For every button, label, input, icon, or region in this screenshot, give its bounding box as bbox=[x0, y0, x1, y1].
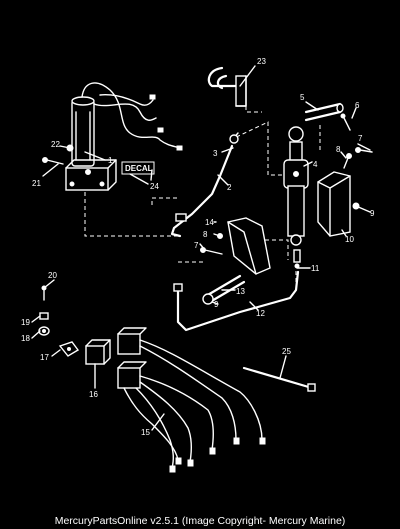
callout-22: 22 bbox=[51, 140, 60, 149]
pin-6 bbox=[340, 113, 351, 131]
callout-17: 17 bbox=[40, 353, 49, 362]
hardware-18-19-20 bbox=[38, 285, 50, 336]
callout-7-center: 7 bbox=[194, 241, 199, 250]
callout-16: 16 bbox=[89, 390, 98, 399]
decal-label: DECAL bbox=[125, 164, 153, 173]
decal-box: DECAL bbox=[121, 161, 155, 175]
clip-17 bbox=[58, 341, 80, 357]
callout-18: 18 bbox=[21, 334, 30, 343]
tie-strap-25 bbox=[242, 366, 316, 392]
mount-bracket-10 bbox=[317, 171, 360, 237]
callout-12: 12 bbox=[256, 309, 265, 318]
bolts-left bbox=[42, 144, 74, 165]
callout-9-center: 9 bbox=[214, 300, 219, 309]
dashed-leader-lines bbox=[84, 92, 321, 285]
callout-8: 8 bbox=[336, 145, 341, 154]
callout-10: 10 bbox=[345, 235, 354, 244]
hydraulic-line-12 bbox=[173, 270, 300, 332]
hydraulic-hose-2 bbox=[170, 132, 239, 238]
callout-24: 24 bbox=[150, 182, 159, 191]
callout-5: 5 bbox=[300, 93, 305, 102]
center-bracket-13 bbox=[202, 217, 271, 305]
callout-13: 13 bbox=[236, 287, 245, 296]
callout-2: 2 bbox=[227, 183, 232, 192]
callout-9: 9 bbox=[370, 209, 375, 218]
callout-19: 19 bbox=[21, 318, 30, 327]
callout-15: 15 bbox=[141, 428, 150, 437]
callout-4: 4 bbox=[313, 160, 318, 169]
callout-1: 1 bbox=[108, 156, 113, 165]
callout-6: 6 bbox=[355, 101, 360, 110]
wire-harness-15 bbox=[117, 327, 266, 473]
pump-motor-assembly bbox=[65, 82, 183, 191]
fitting-11 bbox=[293, 249, 301, 269]
callout-20: 20 bbox=[48, 271, 57, 280]
callout-23: 23 bbox=[257, 57, 266, 66]
callout-21: 21 bbox=[32, 179, 41, 188]
callout-14: 14 bbox=[205, 218, 214, 227]
trim-cylinder-4 bbox=[283, 126, 309, 246]
callout-labels: 1 2 3 4 5 6 7 8 9 10 11 12 13 14 15 16 1… bbox=[21, 57, 375, 437]
callout-leaders bbox=[31, 65, 371, 431]
callout-11: 11 bbox=[311, 264, 320, 273]
callout-8-center: 8 bbox=[203, 230, 208, 239]
bracket-23 bbox=[207, 66, 247, 107]
relay-16 bbox=[85, 339, 111, 365]
callout-7: 7 bbox=[358, 134, 363, 143]
parts-diagram: DECAL bbox=[21, 57, 375, 473]
callout-25: 25 bbox=[282, 347, 291, 356]
bolt-8 bbox=[343, 153, 352, 169]
callout-3: 3 bbox=[213, 149, 218, 158]
pin-5 bbox=[304, 102, 344, 122]
copyright-footer: MercuryPartsOnline v2.5.1 (Image Copyrig… bbox=[54, 515, 346, 527]
bolt-7 bbox=[355, 147, 373, 153]
